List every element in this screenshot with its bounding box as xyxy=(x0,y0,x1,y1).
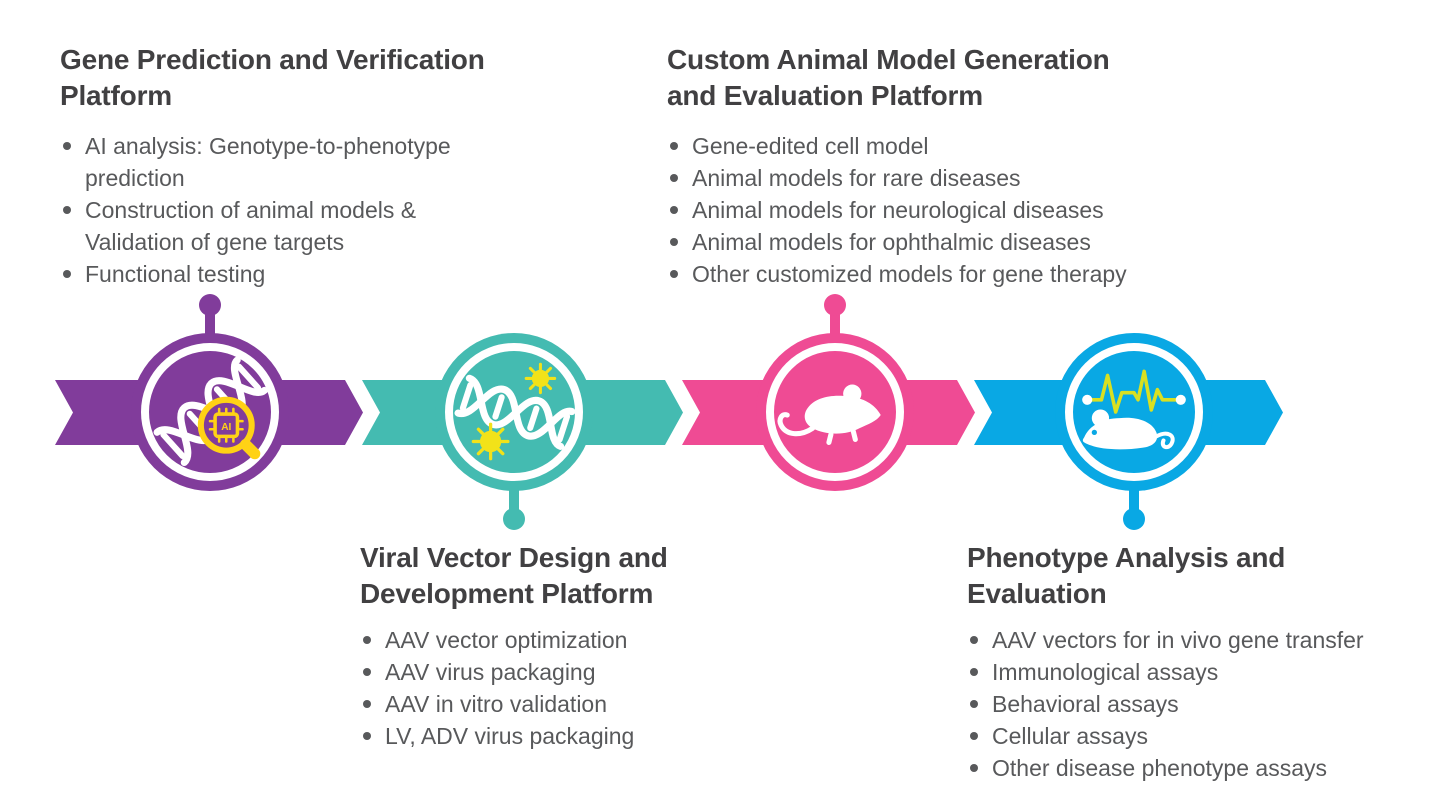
connector-stem xyxy=(1129,483,1139,519)
bullet-item: Cellular assays xyxy=(967,720,1447,752)
bullet-item: AI analysis: Genotype-to-phenotype predi… xyxy=(60,130,510,194)
platform-bullet-list: AI analysis: Genotype-to-phenotype predi… xyxy=(60,130,510,290)
connector-stem xyxy=(205,305,215,341)
bullet-item: AAV vectors for in vivo gene transfer xyxy=(967,624,1447,656)
bullet-item: LV, ADV virus packaging xyxy=(360,720,790,752)
bullet-item: Animal models for neurological diseases xyxy=(667,194,1247,226)
bullet-item: Functional testing xyxy=(60,258,510,290)
bullet-item: AAV in vitro validation xyxy=(360,688,790,720)
connector-dot xyxy=(824,294,846,316)
node-gene-prediction: AI xyxy=(131,294,289,491)
platform-bullet-list: AAV vectors for in vivo gene transfer Im… xyxy=(967,624,1447,784)
node-animal-model xyxy=(756,294,914,491)
dna-virus-icon xyxy=(454,362,575,461)
platform-title: Custom Animal Model Generation and Evalu… xyxy=(667,44,1110,111)
bullet-item: Gene-edited cell model xyxy=(667,130,1247,162)
bullet-item: Animal models for ophthalmic diseases xyxy=(667,226,1247,258)
platform-title: Gene Prediction and Verification Platfor… xyxy=(60,44,485,111)
connector-stem xyxy=(509,483,519,519)
bullet-item: AAV virus packaging xyxy=(360,656,790,688)
node-circle: AI xyxy=(141,343,279,481)
bullet-item: Construction of animal models & Validati… xyxy=(60,194,510,258)
platform-block-animal-model: Custom Animal Model Generation and Evalu… xyxy=(667,42,1247,290)
connector-stem xyxy=(830,305,840,341)
dna-ai-magnifier-icon: AI xyxy=(153,356,268,467)
bullet-item: Animal models for rare diseases xyxy=(667,162,1247,194)
svg-text:AI: AI xyxy=(221,422,231,433)
mouse-icon xyxy=(777,384,881,446)
mouse-ecg-icon xyxy=(1082,369,1186,450)
bullet-item: AAV vector optimization xyxy=(360,624,790,656)
node-viral-vector xyxy=(435,333,593,530)
platform-block-phenotype: Phenotype Analysis and Evaluation AAV ve… xyxy=(967,540,1447,784)
connector-dot xyxy=(199,294,221,316)
platform-block-gene-prediction: Gene Prediction and Verification Platfor… xyxy=(60,42,580,290)
platform-bullet-list: AAV vector optimization AAV virus packag… xyxy=(360,624,790,752)
bullet-item: Behavioral assays xyxy=(967,688,1447,720)
platform-title: Viral Vector Design and Development Plat… xyxy=(360,542,668,609)
bullet-item: Other customized models for gene therapy xyxy=(667,258,1247,290)
node-circle xyxy=(766,343,904,481)
connector-dot xyxy=(503,508,525,530)
node-circle xyxy=(445,343,583,481)
bullet-item: Other disease phenotype assays xyxy=(967,752,1447,784)
platform-block-viral-vector: Viral Vector Design and Development Plat… xyxy=(360,540,790,752)
node-phenotype xyxy=(1055,333,1213,530)
platform-bullet-list: Gene-edited cell model Animal models for… xyxy=(667,130,1247,290)
platform-title: Phenotype Analysis and Evaluation xyxy=(967,542,1286,609)
node-circle xyxy=(1065,343,1203,481)
bullet-item: Immunological assays xyxy=(967,656,1447,688)
connector-dot xyxy=(1123,508,1145,530)
